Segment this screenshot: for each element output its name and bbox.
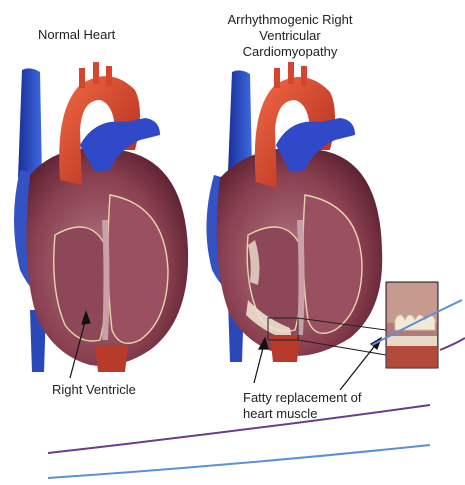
fatty-replacement-label: Fatty replacement of heart muscle	[243, 390, 383, 422]
decorative-curve-purple	[440, 338, 465, 350]
arvc-title: Arrhythmogenic Right Ventricular Cardiom…	[196, 12, 384, 60]
normal-heart-title: Normal Heart	[38, 27, 115, 43]
arvc-title-line1: Arrhythmogenic Right Ventricular	[196, 12, 384, 44]
septum	[300, 220, 302, 335]
aorta-branch	[301, 66, 307, 86]
septum	[105, 220, 107, 340]
right-ventricle-label: Right Ventricle	[52, 382, 136, 398]
aorta-branch	[79, 68, 85, 88]
descending-aorta	[270, 335, 300, 362]
arvc-title-line2: Cardiomyopathy	[196, 44, 384, 60]
fatty-label-line1: Fatty replacement of	[243, 390, 383, 406]
aorta-branch	[106, 66, 112, 86]
vena-cava	[18, 68, 42, 178]
decorative-curve-blue	[48, 445, 430, 478]
aorta-branch	[288, 62, 294, 84]
descending-aorta	[95, 345, 128, 372]
vena-cava	[228, 70, 252, 172]
normal-heart-illustration	[14, 62, 188, 372]
fatty-label-line2: heart muscle	[243, 406, 383, 422]
aorta-branch	[274, 68, 280, 88]
aorta-branch	[93, 62, 99, 84]
arvc-heart-illustration	[206, 62, 382, 362]
